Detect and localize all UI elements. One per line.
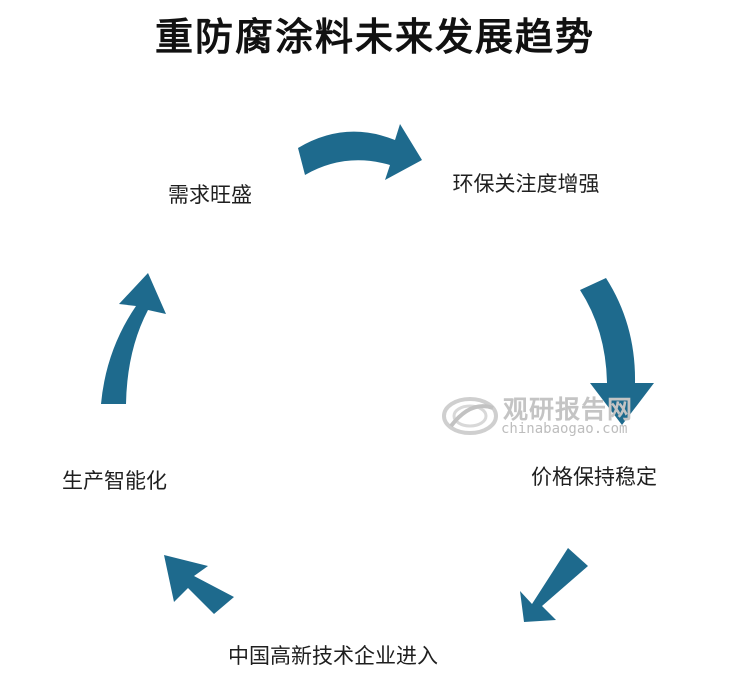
arrow-demand-to-environment [298, 124, 422, 180]
watermark-logo-icon [442, 397, 498, 435]
watermark-url: chinabaogao.com [501, 421, 628, 437]
node-environment: 环保关注度增强 [452, 172, 600, 196]
node-automation: 生产智能化 [62, 469, 167, 493]
node-enterprise: 中国高新技术企业进入 [228, 644, 438, 668]
arrow-price-to-enterprise [520, 548, 588, 622]
arrow-enterprise-to-automation [164, 555, 234, 614]
arrow-environment-to-price [580, 278, 654, 425]
watermark-name: 观研报告网 [503, 395, 634, 424]
arrow-automation-to-demand [101, 273, 166, 404]
node-price: 价格保持稳定 [531, 465, 657, 489]
watermark: 观研报告网 chinabaogao.com [441, 390, 671, 440]
page-title: 重防腐涂料未来发展趋势 [154, 14, 595, 59]
node-demand: 需求旺盛 [168, 183, 252, 207]
